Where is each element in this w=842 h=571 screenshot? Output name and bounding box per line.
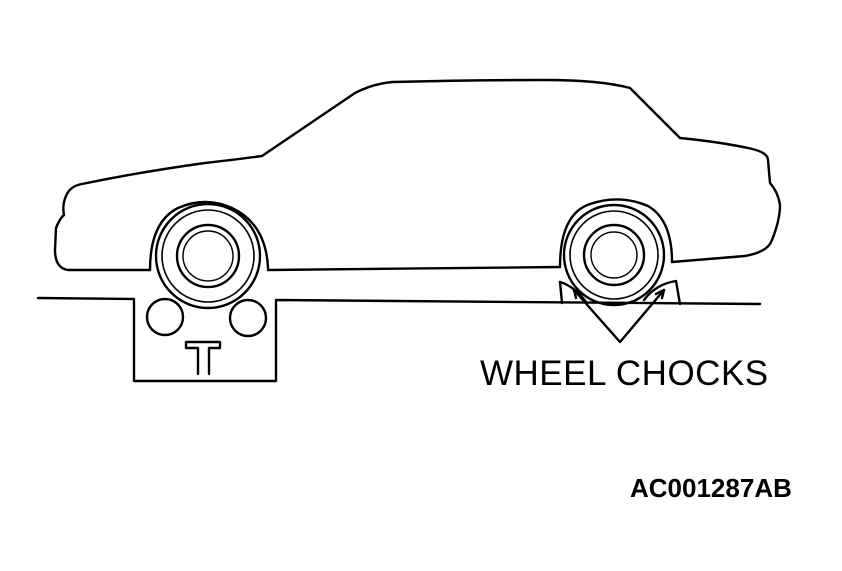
front-hub [182, 230, 234, 282]
rocker-line [266, 265, 562, 272]
front-wheel-arch [148, 200, 270, 272]
front-tire [154, 202, 262, 310]
rear-rim [582, 223, 646, 287]
rear-tire-inner [569, 210, 659, 300]
rear-tire [562, 203, 666, 307]
callout-arrow-left [572, 288, 584, 300]
wheel-chock-base-rear [558, 280, 564, 305]
ground-line-left [36, 296, 762, 383]
lift-jack [184, 340, 222, 376]
wheel-chocks-label: WHEEL CHOCKS [480, 354, 769, 393]
lift-roller-left [145, 297, 185, 337]
figure-code: AC001287AB [630, 473, 792, 503]
callout-arrow-right [654, 288, 666, 300]
front-rim [175, 223, 241, 289]
lift-roller-right [228, 298, 268, 338]
rear-wheel-arch [558, 198, 674, 269]
rear-hub [590, 231, 638, 279]
front-tire-inner [161, 209, 255, 303]
car-body-outline [53, 78, 782, 272]
wheel-chock-front [642, 279, 682, 306]
callout-leader [572, 288, 666, 344]
